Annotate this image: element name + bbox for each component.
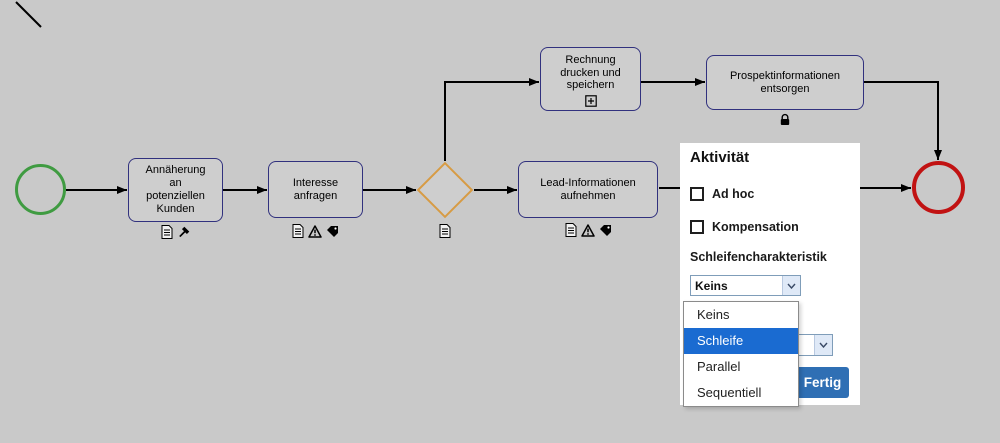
task-label: Annäherung an potenziellen Kunden bbox=[145, 164, 206, 215]
task-prospektinformationen[interactable]: Prospektinformationen entsorgen bbox=[706, 55, 864, 110]
task2-markers bbox=[268, 224, 363, 238]
gateway-markers bbox=[425, 224, 465, 238]
document-icon bbox=[439, 224, 451, 238]
document-icon bbox=[565, 223, 577, 237]
lock-icon bbox=[779, 113, 791, 126]
document-icon bbox=[292, 224, 304, 238]
select-value: Keins bbox=[695, 278, 728, 293]
task-annaeherung[interactable]: Annäherung an potenziellen Kunden bbox=[128, 158, 223, 222]
task5-markers bbox=[706, 113, 864, 126]
chevron-down-icon[interactable] bbox=[782, 276, 800, 295]
flow-gateway-to-task4[interactable] bbox=[444, 78, 539, 161]
kompensation-checkbox[interactable] bbox=[690, 220, 704, 234]
popup-title: Aktivität bbox=[690, 149, 750, 166]
warning-icon bbox=[580, 223, 595, 237]
done-button[interactable]: Fertig bbox=[796, 367, 849, 398]
document-icon bbox=[161, 225, 173, 239]
adhoc-checkbox[interactable] bbox=[690, 187, 704, 201]
task1-markers bbox=[128, 225, 223, 239]
flow-task5-to-end[interactable] bbox=[864, 81, 942, 160]
option-schleife[interactable]: Schleife bbox=[684, 328, 798, 354]
warning-icon bbox=[308, 224, 322, 238]
kompensation-row: Kompensation bbox=[690, 220, 799, 234]
task-rechnung[interactable]: Rechnung drucken und speichern bbox=[540, 47, 641, 111]
end-event[interactable] bbox=[912, 161, 965, 214]
loop-section-label: Schleifencharakteristik bbox=[690, 250, 827, 264]
task-interesse[interactable]: Interesse anfragen bbox=[268, 161, 363, 218]
hammer-icon bbox=[177, 226, 190, 239]
loop-characteristic-select[interactable]: Keins bbox=[690, 275, 801, 296]
activity-properties-popup: Aktivität Ad hoc Kompensation Schleifenc… bbox=[680, 143, 860, 407]
adhoc-row: Ad hoc bbox=[690, 187, 754, 201]
task-label: Interesse anfragen bbox=[292, 176, 339, 202]
start-event[interactable] bbox=[15, 164, 66, 215]
task-label: Rechnung drucken und speichern bbox=[560, 53, 621, 92]
adhoc-label: Ad hoc bbox=[712, 187, 755, 201]
task3-markers bbox=[518, 223, 658, 237]
kompensation-label: Kompensation bbox=[712, 220, 799, 234]
tag-icon bbox=[326, 225, 339, 238]
tag-icon bbox=[599, 224, 612, 237]
task-lead-informationen[interactable]: Lead-Informationen aufnehmen bbox=[518, 161, 658, 218]
subprocess-plus-icon bbox=[584, 95, 597, 107]
chevron-down-icon[interactable] bbox=[814, 335, 832, 355]
edge-artifact-line bbox=[15, 1, 42, 28]
secondary-select[interactable] bbox=[797, 334, 833, 356]
option-parallel[interactable]: Parallel bbox=[697, 359, 741, 374]
task-label: Lead-Informationen aufnehmen bbox=[540, 176, 636, 202]
loop-dropdown-list: Keins Schleife Parallel Sequentiell bbox=[683, 301, 799, 407]
task-label: Prospektinformationen entsorgen bbox=[729, 69, 841, 95]
option-sequentiell[interactable]: Sequentiell bbox=[697, 385, 762, 400]
option-keins[interactable]: Keins bbox=[697, 307, 730, 322]
